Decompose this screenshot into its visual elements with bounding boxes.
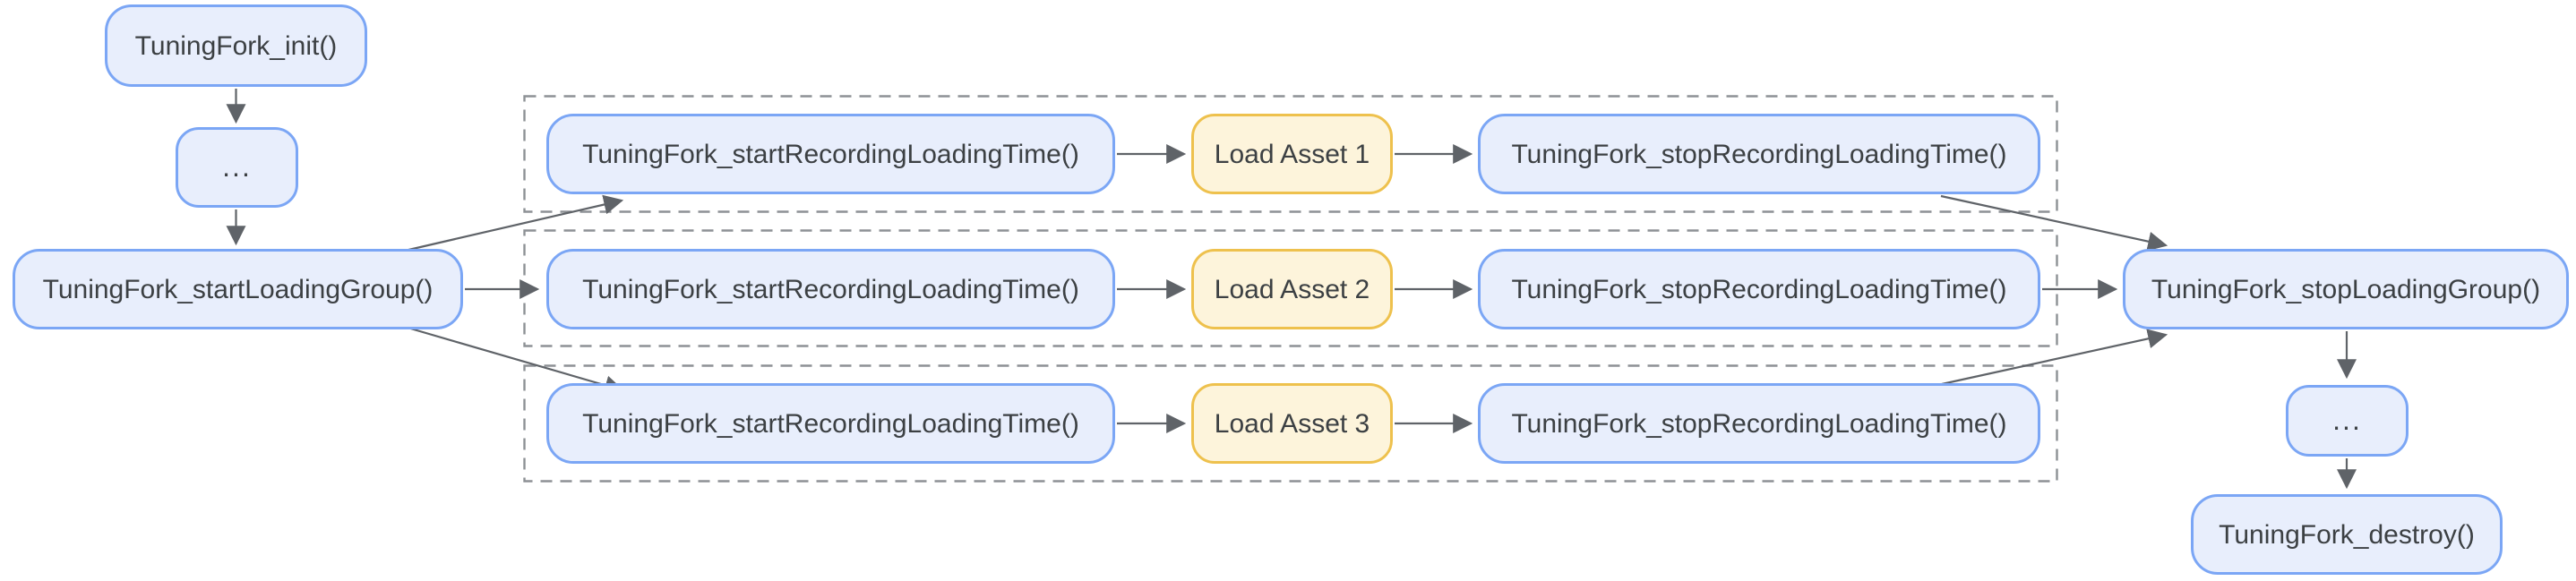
node-start-recording-row2: TuningFork_startRecordingLoadingTime() [546, 249, 1115, 329]
node-start-loading-group: TuningFork_startLoadingGroup() [13, 249, 463, 329]
node-label: Load Asset 3 [1214, 408, 1370, 439]
node-stop-recording-row3: TuningFork_stopRecordingLoadingTime() [1478, 383, 2040, 464]
node-label: TuningFork_startRecordingLoadingTime() [582, 408, 1079, 439]
node-label: TuningFork_stopRecordingLoadingTime() [1511, 274, 2007, 304]
node-start-recording-row3: TuningFork_startRecordingLoadingTime() [546, 383, 1115, 464]
node-stop-recording-row2: TuningFork_stopRecordingLoadingTime() [1478, 249, 2040, 329]
node-label: ... [222, 150, 252, 184]
node-label: Load Asset 1 [1214, 139, 1370, 169]
arrow-row1-to-stop-group [1940, 194, 2168, 252]
node-stop-loading-group: TuningFork_stopLoadingGroup() [2123, 249, 2569, 329]
node-label: ... [2332, 404, 2362, 437]
arrow-row3-to-stop-group [1941, 329, 2168, 386]
node-ellipsis-top: ... [176, 127, 298, 208]
node-load-asset-2: Load Asset 2 [1191, 249, 1393, 329]
node-load-asset-1: Load Asset 1 [1191, 114, 1393, 194]
node-label: TuningFork_startRecordingLoadingTime() [582, 139, 1079, 169]
node-load-asset-3: Load Asset 3 [1191, 383, 1393, 464]
node-label: TuningFork_startLoadingGroup() [42, 274, 434, 304]
node-tuningfork-destroy: TuningFork_destroy() [2191, 494, 2503, 575]
node-label: TuningFork_init() [134, 30, 338, 61]
node-label: TuningFork_stopRecordingLoadingTime() [1511, 139, 2007, 169]
node-ellipsis-bottom: ... [2286, 385, 2409, 457]
arrow-start-group-to-row3 [407, 326, 625, 396]
node-start-recording-row1: TuningFork_startRecordingLoadingTime() [546, 114, 1115, 194]
node-label: TuningFork_destroy() [2219, 519, 2475, 550]
node-label: TuningFork_stopRecordingLoadingTime() [1511, 408, 2007, 439]
node-stop-recording-row1: TuningFork_stopRecordingLoadingTime() [1478, 114, 2040, 194]
arrow-start-group-to-row1 [404, 194, 624, 252]
node-label: Load Asset 2 [1214, 274, 1370, 304]
node-label: TuningFork_startRecordingLoadingTime() [582, 274, 1079, 304]
node-tuningfork-init: TuningFork_init() [105, 4, 367, 87]
node-label: TuningFork_stopLoadingGroup() [2151, 274, 2541, 304]
